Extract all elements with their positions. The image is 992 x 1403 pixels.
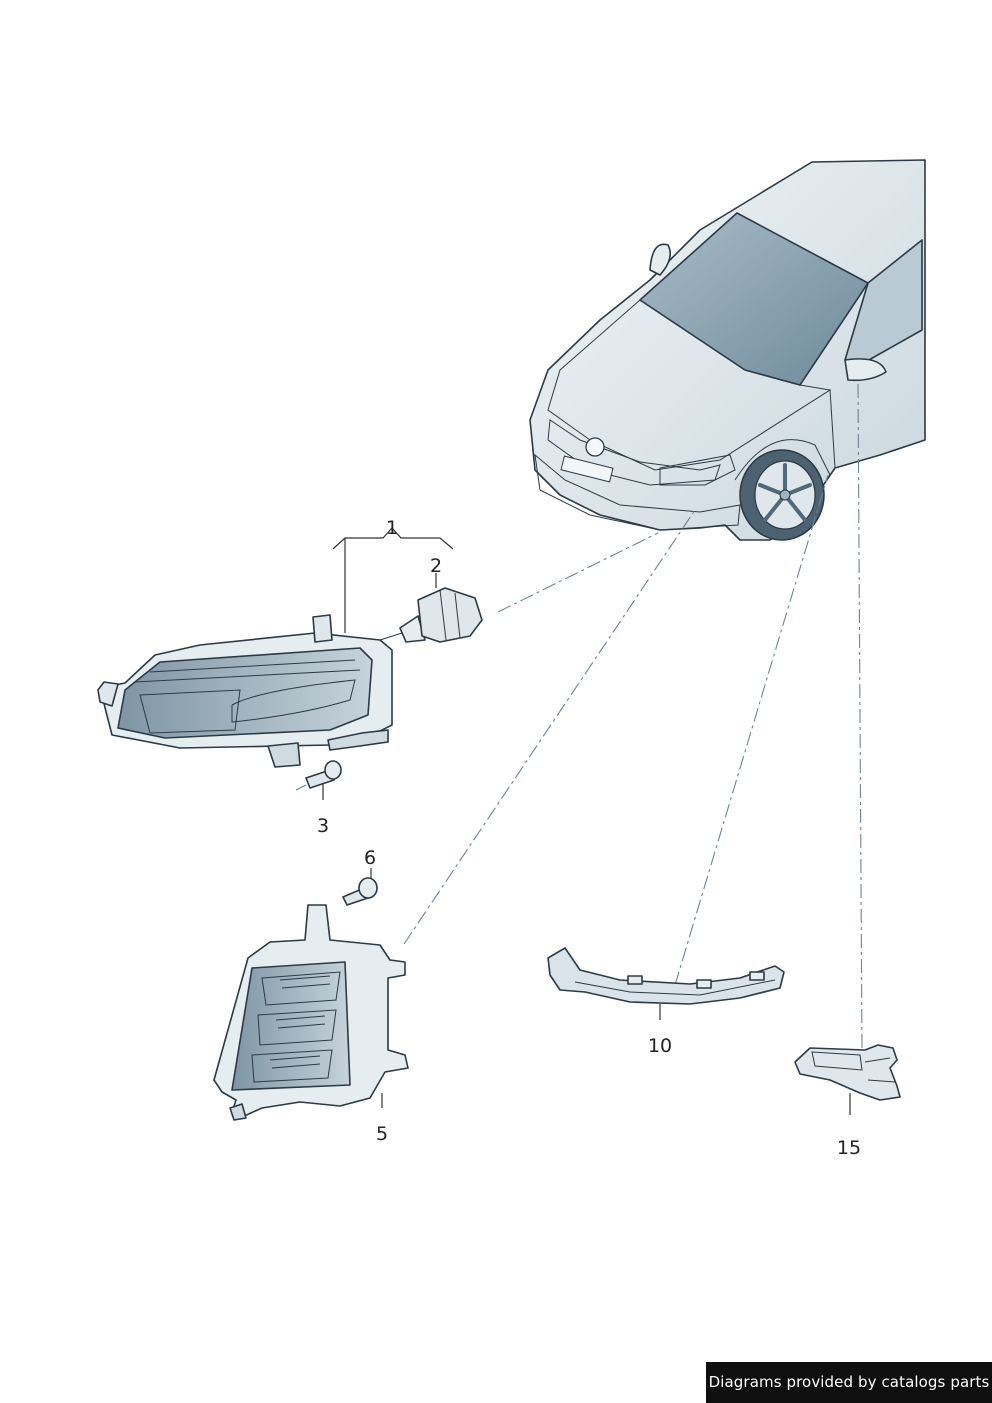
fender [734, 439, 831, 481]
part-3-screw [295, 760, 342, 791]
side-mirror [844, 358, 887, 382]
part-2-bulb [379, 587, 483, 643]
vehicle-illustration [529, 159, 926, 541]
brand-badge [585, 437, 605, 457]
callout-2: 2 [430, 555, 442, 577]
part-1-fog-lamp [97, 614, 393, 768]
part-15-module [794, 1044, 901, 1101]
callout-15: 15 [837, 1137, 861, 1159]
roof-antenna [649, 243, 671, 276]
door-line [829, 389, 836, 469]
headlight [659, 454, 736, 486]
part-5-grille-trim [213, 904, 409, 1121]
license-plate-area [560, 455, 614, 483]
locator-lines [403, 381, 863, 1049]
callout-5: 5 [376, 1123, 388, 1145]
callout-3: 3 [317, 815, 329, 837]
part-10-trim-strip [547, 947, 785, 1005]
credit-banner: Diagrams provided by catalogs parts [706, 1362, 992, 1403]
front-bumper [534, 453, 741, 531]
callout-6: 6 [364, 847, 376, 869]
callout-1: 1 [386, 517, 398, 539]
side-window [844, 239, 923, 366]
front-grille [547, 419, 721, 486]
callout-labels: 1 2 3 6 5 10 15 [317, 517, 861, 1159]
part-6-screw [342, 877, 378, 906]
wheel-hub [779, 489, 791, 501]
callout-10: 10 [648, 1035, 672, 1057]
hood [547, 299, 832, 471]
leader-lines [322, 527, 851, 1115]
